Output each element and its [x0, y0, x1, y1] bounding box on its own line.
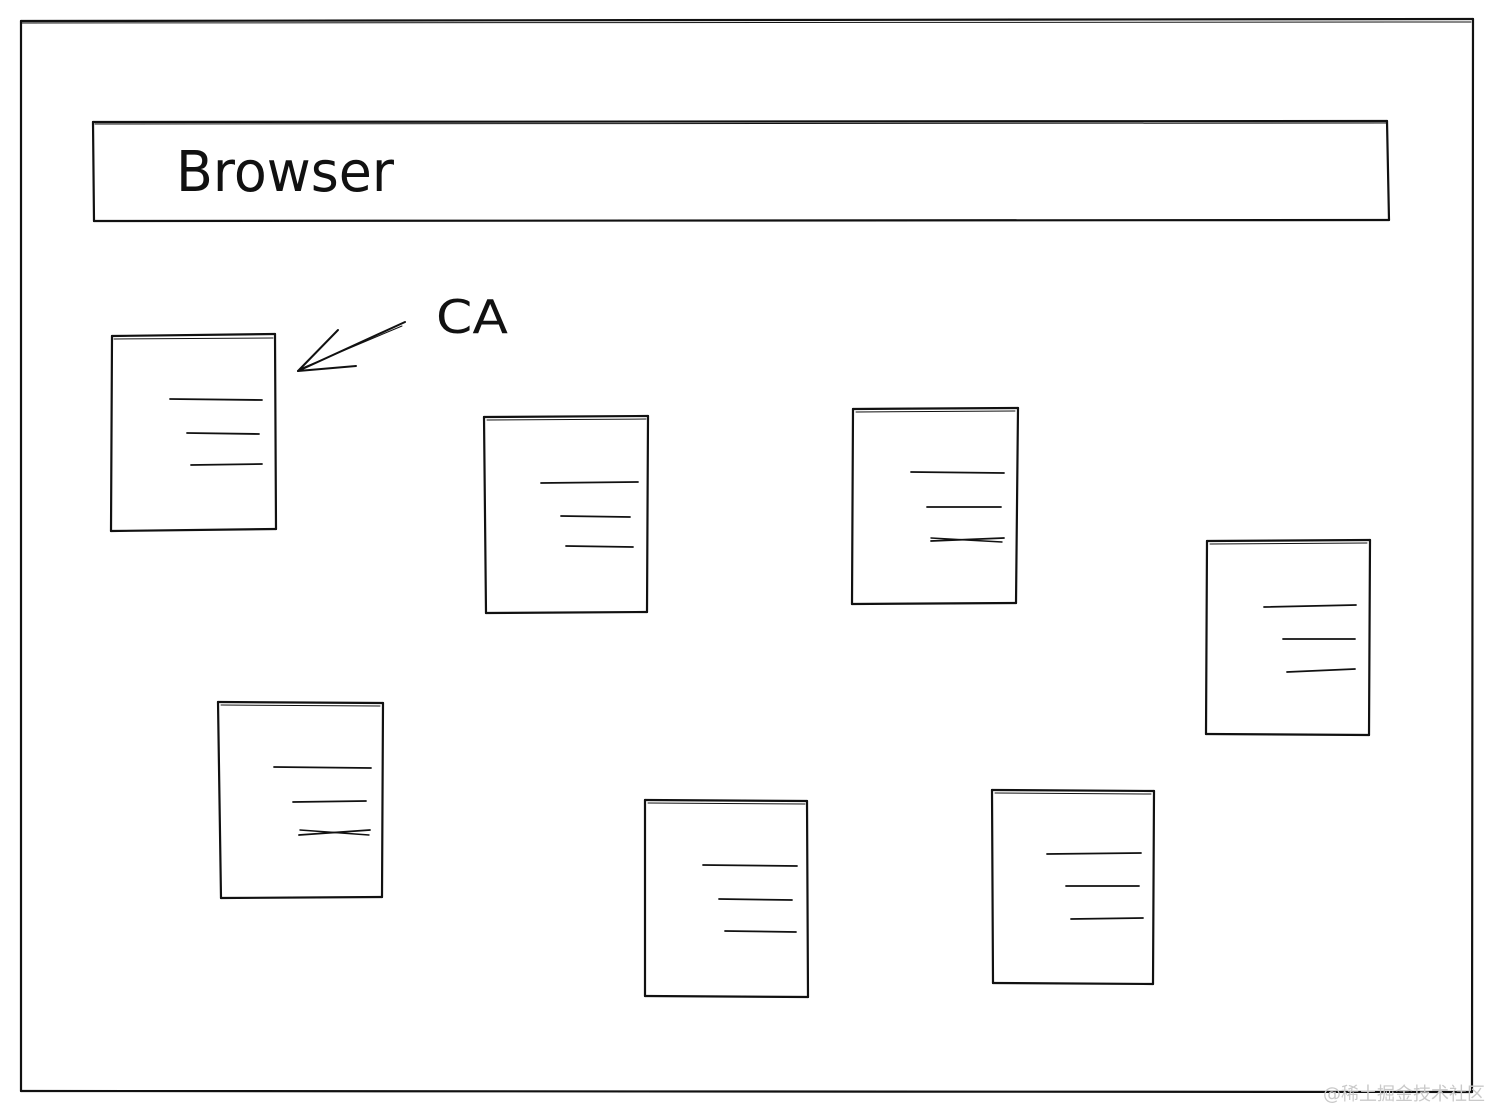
certificate-7 — [990, 788, 1156, 986]
certificate-5 — [216, 700, 385, 900]
certificate-3 — [850, 406, 1020, 606]
certificate-2 — [482, 414, 650, 615]
ca-label: CA — [436, 290, 509, 344]
outer-frame — [19, 17, 1475, 1094]
certificate-4 — [1204, 538, 1372, 737]
ca-arrow — [297, 321, 406, 372]
watermark-text: @稀土掘金技术社区 — [1323, 1084, 1485, 1105]
certificate-6 — [643, 798, 810, 999]
browser-bar — [91, 119, 1391, 223]
browser-label: Browser — [176, 140, 395, 205]
certificate-ca — [109, 332, 278, 533]
